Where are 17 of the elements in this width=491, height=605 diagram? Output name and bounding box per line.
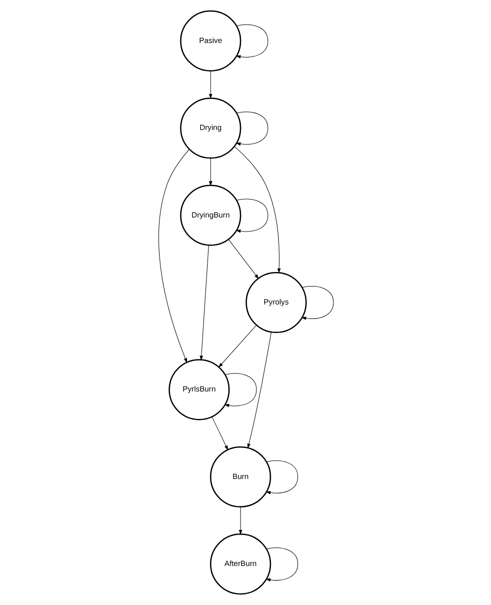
arrow bbox=[246, 332, 272, 449]
arrow bbox=[218, 325, 256, 368]
arrow bbox=[235, 198, 268, 233]
arrow bbox=[265, 548, 298, 582]
arrow bbox=[158, 149, 190, 364]
arrow bbox=[199, 245, 208, 361]
arrow bbox=[265, 460, 298, 494]
arrow bbox=[208, 70, 212, 99]
arrow bbox=[224, 373, 256, 408]
arrow bbox=[235, 24, 268, 58]
arrow bbox=[208, 158, 212, 186]
arrow bbox=[211, 416, 228, 450]
arrow bbox=[300, 286, 334, 320]
arrow bbox=[238, 506, 242, 535]
arrow bbox=[234, 146, 280, 274]
arrow bbox=[235, 112, 268, 146]
arrow bbox=[228, 239, 258, 280]
